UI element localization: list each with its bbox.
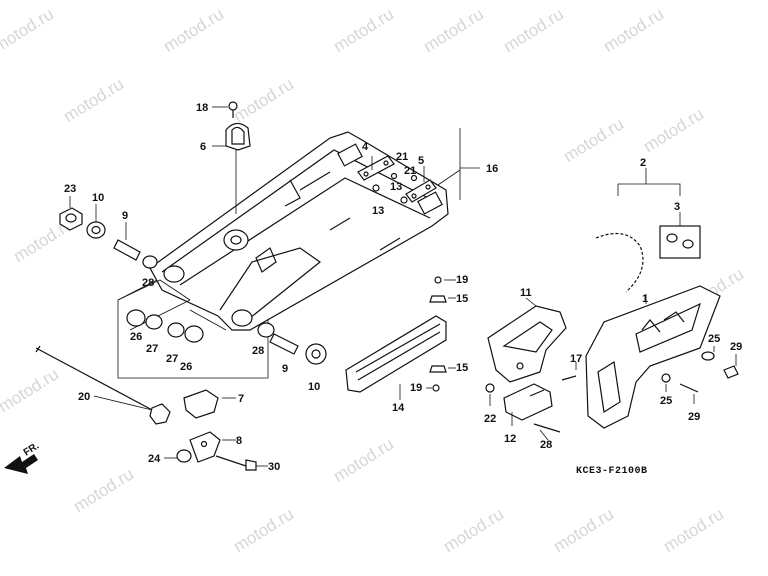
part-label-2: 2 [640, 157, 646, 169]
part-label-15: 15 [456, 293, 468, 305]
part-label-8: 8 [236, 435, 242, 447]
drive-chain-case [585, 285, 721, 429]
part-label-10: 10 [92, 192, 104, 204]
part-label-27: 27 [166, 353, 178, 365]
part-label-29: 29 [730, 341, 742, 353]
part-label-5: 5 [418, 155, 424, 167]
swingarm-body [149, 131, 449, 331]
part-label-25: 25 [708, 333, 720, 345]
part-label-21: 21 [404, 165, 416, 177]
bracket-collar [176, 449, 192, 463]
chain-guide-bolts [485, 375, 577, 433]
part-label-19: 19 [456, 274, 468, 286]
chain-adjuster-left [357, 155, 395, 181]
cable-clamp [225, 122, 251, 214]
part-label-29: 29 [688, 411, 700, 423]
part-label-1: 1 [642, 293, 648, 305]
part-label-4: 4 [362, 141, 369, 153]
part-label-9: 9 [122, 210, 128, 222]
part-label-16: 16 [486, 163, 498, 175]
pivot-dust-seal-left [86, 221, 106, 239]
chain-case-bolts [661, 351, 739, 393]
pivot-collar-left [113, 239, 158, 269]
pivot-nut-cap [59, 207, 83, 231]
pivot-bracket [189, 431, 221, 463]
part-labels: 18 6 23 10 9 28 26 27 27 26 28 9 10 4 21… [64, 102, 742, 473]
part-label-20: 20 [78, 391, 90, 403]
clamp-bolt [228, 101, 238, 118]
part-label-26: 26 [180, 361, 192, 373]
chain-slider [345, 315, 447, 393]
front-direction-arrow [4, 454, 38, 474]
pivot-cover [183, 389, 219, 419]
bracket-bolt [215, 455, 257, 471]
adjuster-bolts [372, 172, 418, 204]
part-label-22: 22 [484, 413, 496, 425]
part-label-30: 30 [268, 461, 280, 473]
part-label-18: 18 [196, 102, 208, 114]
part-label-6: 6 [200, 141, 206, 153]
part-label-24: 24 [148, 453, 161, 465]
front-direction-label: FR. [22, 441, 42, 459]
part-label-28: 28 [540, 439, 552, 451]
part-label-23: 23 [64, 183, 76, 195]
part-label-26: 26 [130, 331, 142, 343]
part-label-27: 27 [146, 343, 158, 355]
part-label-17: 17 [570, 353, 582, 365]
diagram-code: KCE3-F2100B [576, 466, 648, 477]
part-label-28: 28 [142, 277, 154, 289]
part-label-15: 15 [456, 362, 468, 374]
pivot-collar-right [257, 322, 327, 365]
chain-guide [487, 305, 567, 383]
chain-adjuster-right [405, 179, 437, 203]
part-label-7: 7 [238, 393, 244, 405]
part-label-14: 14 [392, 402, 405, 414]
chain-guide-block [503, 383, 553, 421]
part-label-12: 12 [504, 433, 516, 445]
part-label-10: 10 [308, 381, 320, 393]
slider-bolts [429, 276, 447, 392]
part-label-3: 3 [674, 201, 680, 213]
pivot-bearings [117, 279, 227, 343]
part-label-9: 9 [282, 363, 288, 375]
part-label-21: 21 [396, 151, 408, 163]
part-label-11: 11 [520, 287, 532, 299]
part-label-25: 25 [660, 395, 672, 407]
part-label-13: 13 [390, 181, 402, 193]
part-label-28: 28 [252, 345, 264, 357]
part-label-19: 19 [410, 382, 422, 394]
part-label-13: 13 [372, 205, 384, 217]
leader-lines [69, 106, 737, 467]
drive-chain [595, 183, 681, 293]
chain-master-link [659, 225, 701, 259]
pivot-bolt [35, 345, 171, 425]
